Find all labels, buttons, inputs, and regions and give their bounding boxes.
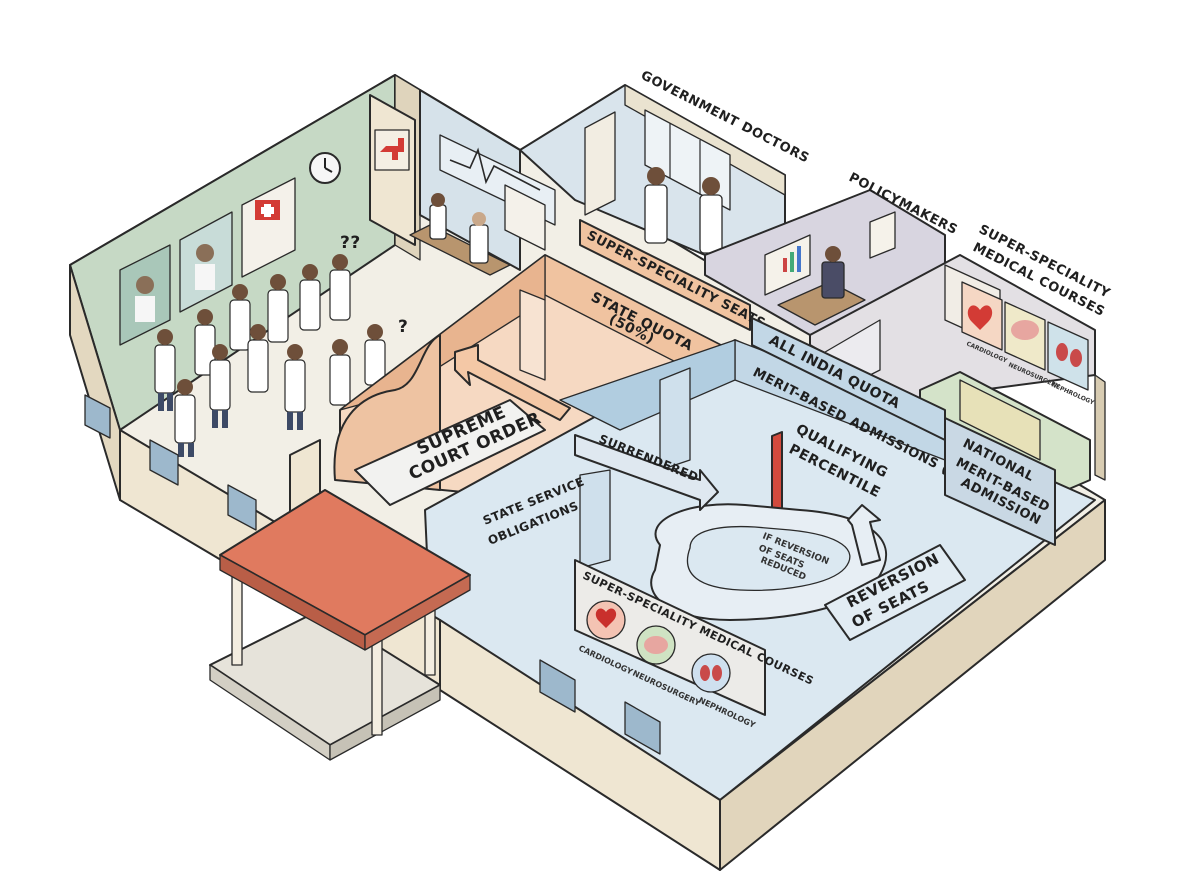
poster-nephrology: NEPHROLOGY <box>1050 381 1096 406</box>
kidney-icon <box>700 665 710 681</box>
heartbeat-icon <box>449 147 541 191</box>
super-speciality-courses-room: CARDIOLOGY NEUROSURGERY NEPHROLOGY <box>809 254 1096 407</box>
government-doctors-room <box>519 84 786 276</box>
kidney-icon <box>1056 343 1068 361</box>
doctors-crowd: ?? ? <box>154 233 408 457</box>
surrendered-arrow <box>574 434 719 511</box>
heart-icon <box>967 305 993 330</box>
window <box>539 659 576 713</box>
heart-icon <box>595 608 617 628</box>
question-marks-2: ? <box>398 317 408 337</box>
medical-cross-icon <box>380 138 404 160</box>
brain-icon <box>1011 320 1039 340</box>
window <box>624 701 661 755</box>
entrance-porch <box>209 489 471 761</box>
question-marks-1: ?? <box>340 233 361 253</box>
national-merit-room <box>919 371 1106 496</box>
policymakers-room <box>704 189 946 336</box>
reversion-arrow <box>847 504 881 566</box>
brain-icon <box>644 636 668 654</box>
window <box>149 439 179 486</box>
monitoring-room <box>409 89 556 276</box>
waiting-room <box>69 74 421 431</box>
window <box>84 394 111 439</box>
court-order-arrow <box>454 344 571 421</box>
supreme-court-sign <box>354 399 546 506</box>
window <box>227 484 257 531</box>
reversion-sign <box>824 544 966 641</box>
